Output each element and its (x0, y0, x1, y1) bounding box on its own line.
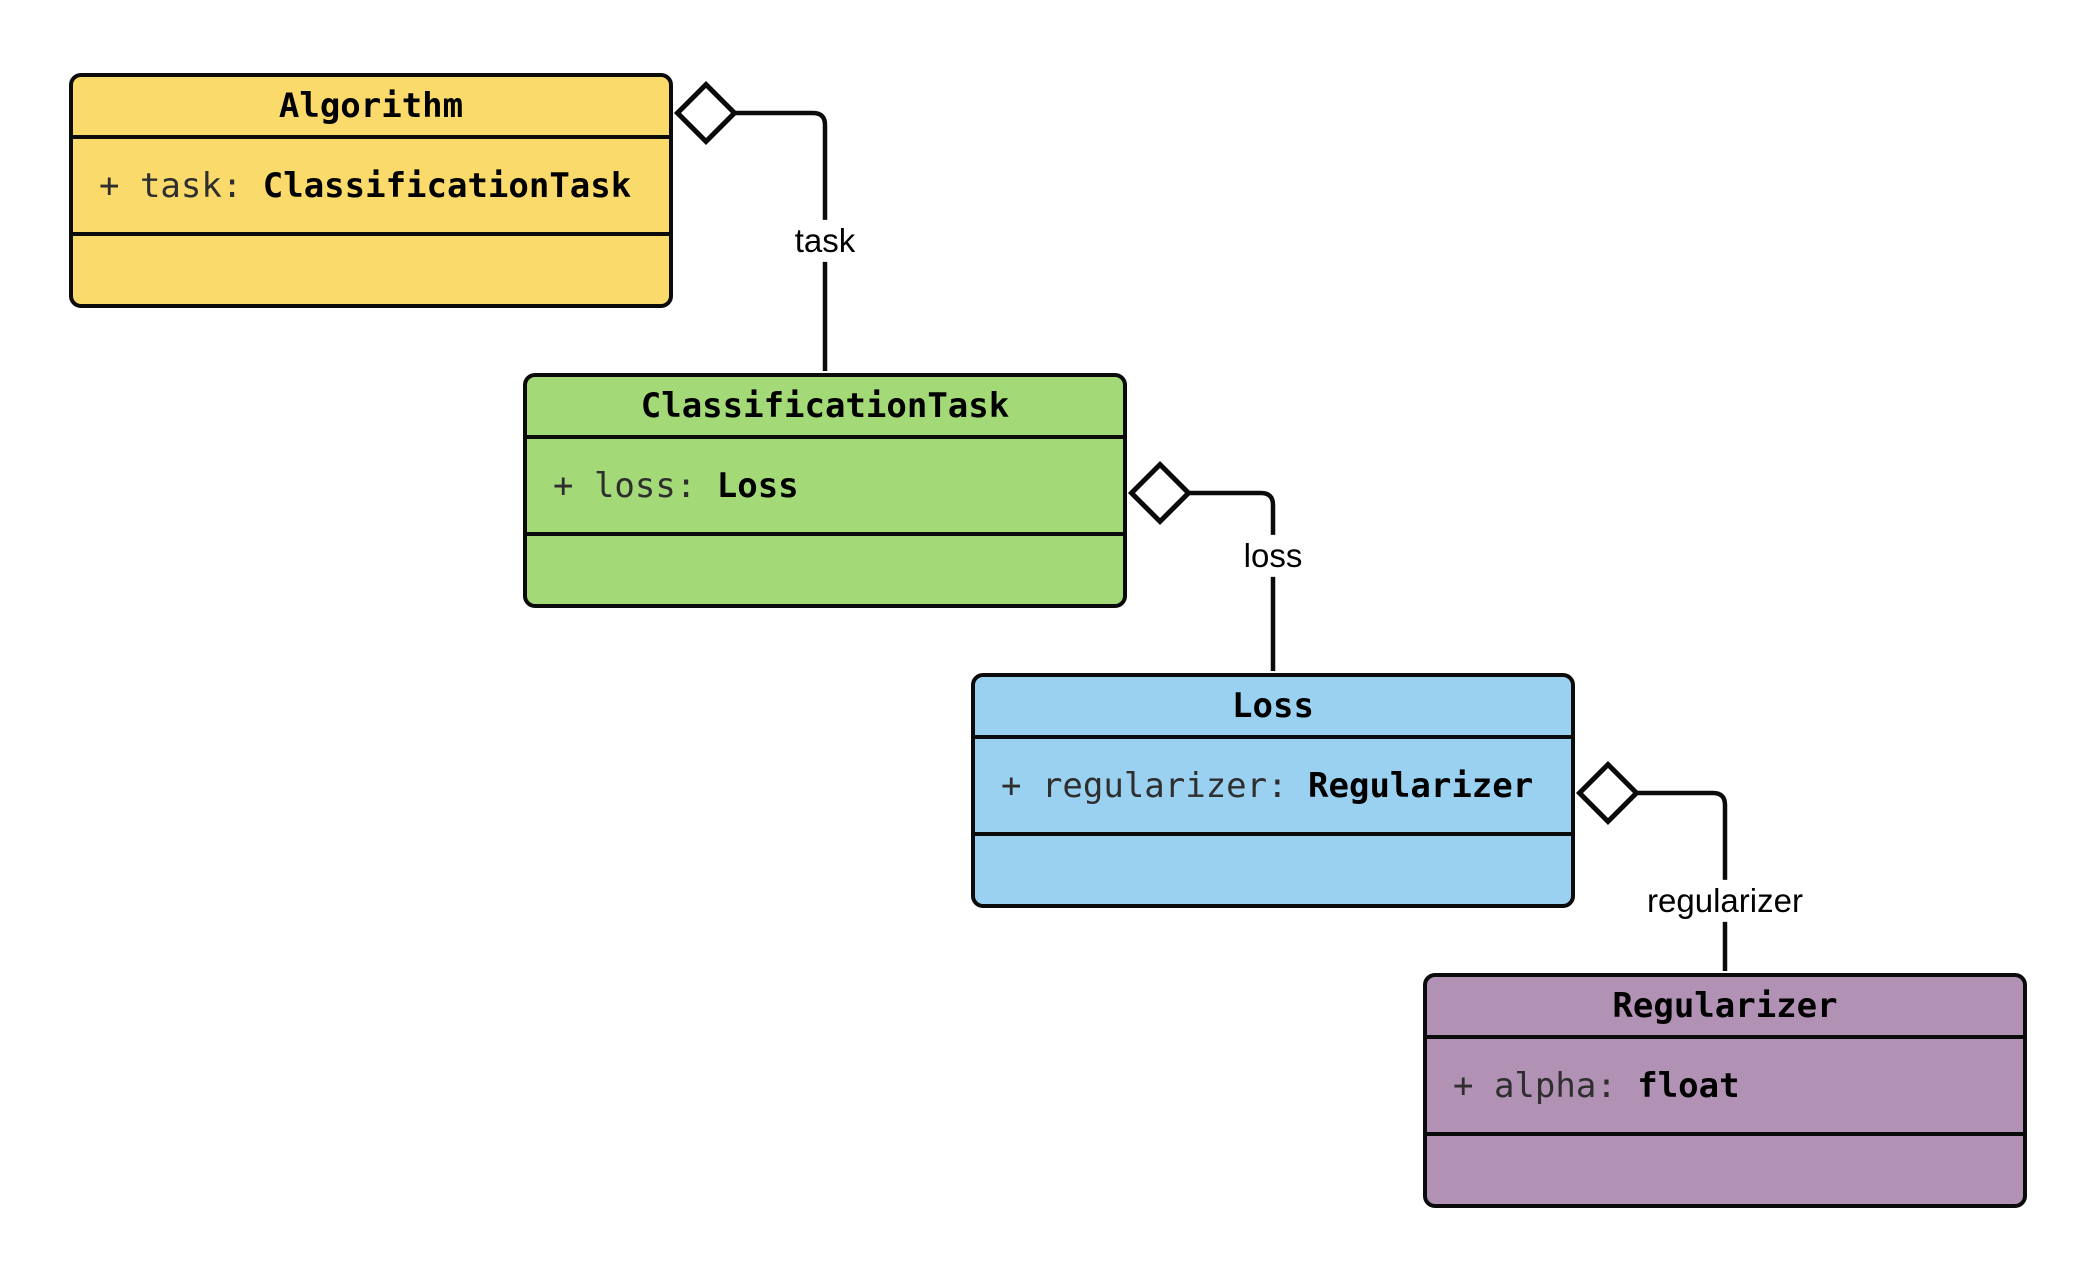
relation-label-loss: loss (1233, 534, 1313, 578)
class-methods-empty (73, 232, 669, 304)
relation-label-regularizer: regularizer (1637, 879, 1813, 923)
class-attributes-row: + loss: Loss (527, 435, 1123, 532)
attribute-name: + task: (99, 165, 263, 206)
aggregation-diamond-icon (673, 80, 739, 146)
class-title: Loss (1232, 686, 1314, 726)
aggregation-line-regularizer (1636, 790, 1728, 971)
attribute-type: ClassificationTask (262, 165, 632, 206)
class-title: Algorithm (278, 86, 464, 126)
aggregation-line-loss (1188, 490, 1276, 671)
class-attributes-row: + alpha: float (1427, 1035, 2023, 1132)
class-title: Regularizer (1612, 986, 1838, 1026)
class-box-loss: Loss + regularizer: Regularizer (971, 673, 1575, 908)
attribute-name: + alpha: (1453, 1065, 1638, 1106)
class-attributes-row: + task: ClassificationTask (73, 135, 669, 232)
aggregation-diamond-icon (1127, 460, 1193, 526)
class-methods-empty (975, 832, 1571, 904)
attribute-type: Loss (716, 465, 799, 506)
class-title: ClassificationTask (640, 386, 1010, 426)
aggregation-line-task (734, 110, 828, 371)
attribute-type: float (1637, 1065, 1740, 1106)
attribute-type: Regularizer (1308, 765, 1534, 806)
class-attributes-row: + regularizer: Regularizer (975, 735, 1571, 832)
relation-label-task: task (784, 219, 866, 263)
class-methods-empty (1427, 1132, 2023, 1204)
class-box-classificationtask: ClassificationTask + loss: Loss (523, 373, 1127, 608)
class-methods-empty (527, 532, 1123, 604)
aggregation-diamond-icon (1575, 760, 1641, 826)
class-box-regularizer: Regularizer + alpha: float (1423, 973, 2027, 1208)
class-box-algorithm: Algorithm + task: ClassificationTask (69, 73, 673, 308)
attribute-name: + regularizer: (1001, 765, 1309, 806)
attribute-name: + loss: (553, 465, 717, 506)
